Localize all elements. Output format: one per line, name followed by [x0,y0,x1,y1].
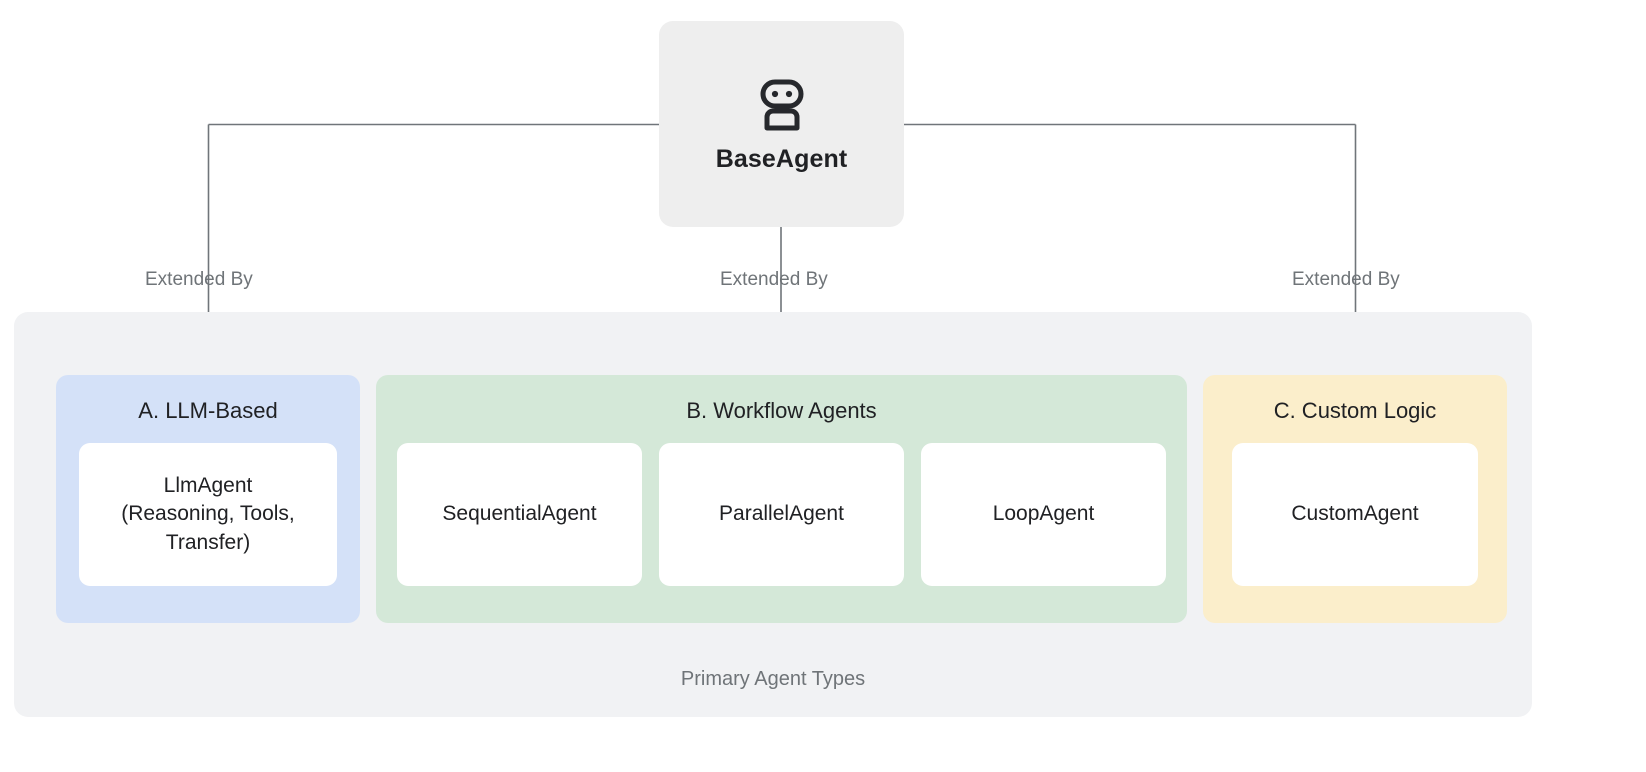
category-custom-logic[interactable]: C. Custom Logic CustomAgent [1203,375,1507,623]
node-loop-agent[interactable]: LoopAgent [921,443,1166,586]
node-custom-agent[interactable]: CustomAgent [1232,443,1478,586]
robot-icon [760,79,803,130]
category-workflow-agents-items: SequentialAgent ParallelAgent LoopAgent [397,443,1166,586]
node-parallel-agent[interactable]: ParallelAgent [659,443,904,586]
node-llm-agent[interactable]: LlmAgent(Reasoning, Tools,Transfer) [79,443,337,586]
category-llm-based[interactable]: A. LLM-Based LlmAgent(Reasoning, Tools,T… [56,375,360,623]
edge-label-left: Extended By [145,269,253,290]
category-workflow-agents[interactable]: B. Workflow Agents SequentialAgent Paral… [376,375,1187,623]
category-llm-based-items: LlmAgent(Reasoning, Tools,Transfer) [79,443,337,586]
category-llm-based-title: A. LLM-Based [138,398,278,423]
edge-label-center: Extended By [720,269,828,290]
category-custom-logic-items: CustomAgent [1232,443,1478,586]
category-custom-logic-title: C. Custom Logic [1273,398,1437,423]
node-base-agent[interactable]: BaseAgent [659,21,904,227]
node-sequential-agent[interactable]: SequentialAgent [397,443,642,586]
node-base-agent-label: BaseAgent [715,144,848,173]
edge-label-right: Extended By [1292,269,1400,290]
group-caption: Primary Agent Types [680,668,866,690]
category-workflow-agents-title: B. Workflow Agents [686,398,877,423]
